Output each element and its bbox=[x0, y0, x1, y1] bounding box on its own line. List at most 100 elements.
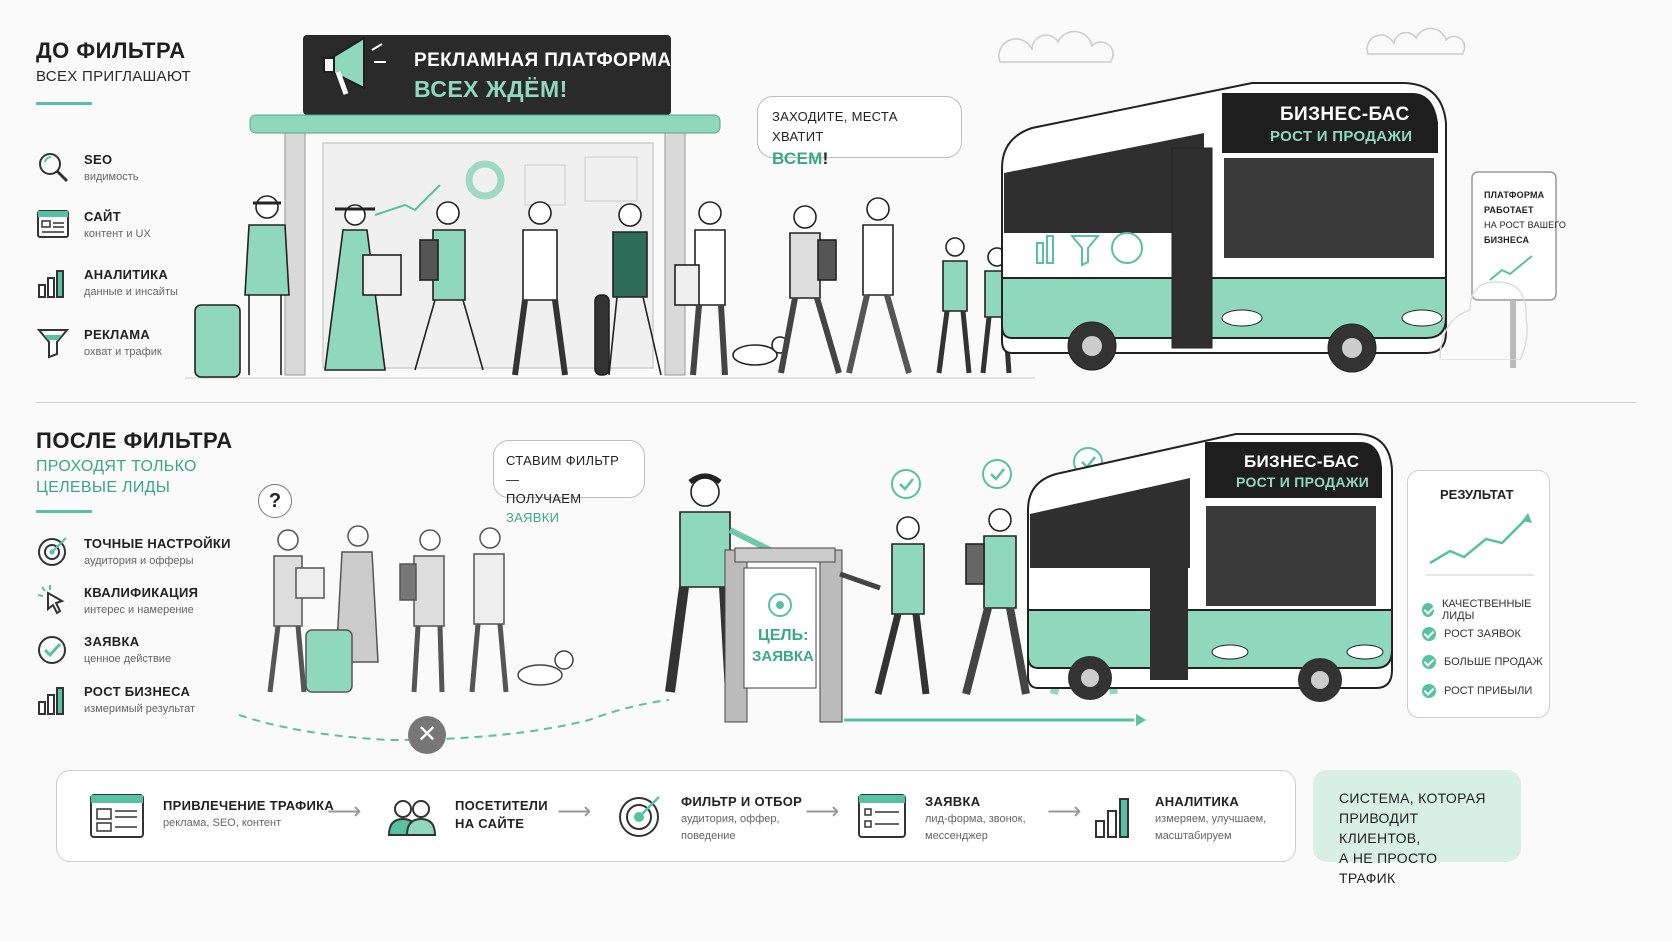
step-visitors: ПОСЕТИТЕЛИ НА САЙТЕ bbox=[387, 797, 548, 837]
person-grey-old bbox=[469, 527, 509, 693]
top-heading: ДО ФИЛЬТРА bbox=[36, 38, 186, 63]
check-icon bbox=[1422, 655, 1436, 669]
step-traffic: ПРИВЛЕЧЕНИЕ ТРАФИКА реклама, SEO, контент bbox=[89, 793, 334, 839]
item-title: ЗАЯВКА bbox=[84, 634, 140, 649]
closing-line: СИСТЕМА, КОТОРАЯ bbox=[1339, 790, 1486, 806]
bus-title-top: БИЗНЕС-БАС bbox=[1280, 104, 1410, 125]
top-rule bbox=[36, 102, 92, 105]
bottom-heading: ПОСЛЕ ФИЛЬТРА bbox=[36, 428, 233, 453]
closing-line: А НЕ ПРОСТО ТРАФИК bbox=[1339, 850, 1438, 886]
bottom-subheading-1: ПРОХОДЯТ ТОЛЬКО bbox=[36, 458, 197, 475]
window-icon bbox=[37, 210, 69, 238]
bus-icons bbox=[1036, 232, 1143, 267]
result-item-label: КАЧЕСТВЕННЫЕ ЛИДЫ bbox=[1442, 598, 1532, 622]
person-coffee bbox=[512, 201, 568, 376]
bus-subtitle-bottom: РОСТ И ПРОДАЖИ bbox=[1236, 474, 1370, 490]
bottom-subheading-2: ЦЕЛЕВЫЕ ЛИДЫ bbox=[36, 479, 171, 496]
step-title: ПОСЕТИТЕЛИ bbox=[455, 798, 548, 813]
billboard-line2: ВСЕХ ЖДЁМ! bbox=[414, 76, 568, 102]
bubble-line2-a: ПОЛУЧАЕМ bbox=[506, 491, 582, 506]
dog bbox=[517, 650, 574, 686]
person-tourist bbox=[194, 195, 290, 378]
bottom-speech-bubble: СТАВИМ ФИЛЬТР — ПОЛУЧАЕМ ЗАЯВКИ bbox=[493, 440, 645, 525]
item-desc: данные и инсайты bbox=[84, 286, 178, 298]
gate-label-2: ЗАЯВКА bbox=[752, 648, 814, 665]
item-desc: ценное действие bbox=[84, 653, 172, 665]
arrow-icon: ⟶ bbox=[805, 798, 840, 825]
bubble-line2-b: ЗАЯВКИ bbox=[506, 510, 560, 525]
closing-statement: СИСТЕМА, КОТОРАЯ ПРИВОДИТ КЛИЕНТОВ, А НЕ… bbox=[1313, 770, 1521, 886]
check-circle-icon bbox=[982, 459, 1012, 489]
bus-title-bottom: БИЗНЕС-БАС bbox=[1244, 452, 1360, 471]
target-icon bbox=[768, 593, 792, 617]
cloud-icon bbox=[1366, 27, 1466, 55]
item-desc: интерес и намерение bbox=[84, 604, 194, 616]
person-skateboard bbox=[594, 203, 662, 376]
rejected-path bbox=[238, 699, 670, 742]
megaphone-icon bbox=[323, 36, 386, 95]
form-icon bbox=[858, 794, 906, 838]
bar-chart-icon bbox=[38, 270, 64, 298]
result-item: КАЧЕСТВЕННЫЕ ЛИДЫ bbox=[1422, 598, 1549, 622]
item-title: АНАЛИТИКА bbox=[84, 267, 169, 282]
item-title: SEO bbox=[84, 152, 113, 167]
result-item: РОСТ ПРИБЫЛИ bbox=[1422, 684, 1532, 698]
arrow-icon: ⟶ bbox=[1047, 798, 1082, 825]
target-icon bbox=[38, 537, 67, 566]
step-desc: аудитория, оффер, bbox=[681, 813, 780, 825]
section-divider bbox=[36, 402, 1636, 403]
bubble-word: ВСЕМ bbox=[772, 149, 823, 168]
bottom-item-growth: РОСТ БИЗНЕСА измеримый результат bbox=[36, 682, 195, 716]
business-bus-bottom bbox=[1027, 433, 1393, 702]
item-title: РЕКЛАМА bbox=[84, 327, 151, 342]
check-icon bbox=[1422, 603, 1434, 617]
lead-woman-1 bbox=[874, 516, 930, 695]
crowd-illustration bbox=[185, 195, 1035, 379]
step-title: ПРИВЛЕЧЕНИЕ ТРАФИКА bbox=[163, 798, 335, 813]
bubble-line1: СТАВИМ ФИЛЬТР — bbox=[506, 453, 620, 487]
step-title: ФИЛЬТР И ОТБОР bbox=[681, 794, 803, 809]
top-speech-bubble: ЗАХОДИТЕ, МЕСТА ХВАТИТ ВСЕМ! bbox=[757, 96, 962, 168]
item-desc: контент и UX bbox=[84, 228, 151, 240]
target-icon bbox=[619, 796, 660, 837]
sign-line: БИЗНЕСА bbox=[1484, 235, 1530, 245]
users-icon bbox=[387, 800, 437, 836]
arrow-icon: ⟶ bbox=[327, 798, 362, 825]
bottom-item-qualification: КВАЛИФИКАЦИЯ интерес и намерение bbox=[36, 583, 198, 617]
step-desc-2: мессенджер bbox=[925, 830, 988, 842]
item-title: РОСТ БИЗНЕСА bbox=[84, 684, 191, 699]
result-item-label: РОСТ ПРИБЫЛИ bbox=[1444, 685, 1533, 697]
item-title: ТОЧНЫЕ НАСТРОЙКИ bbox=[84, 536, 231, 551]
arrow-icon: ⟶ bbox=[557, 798, 592, 825]
cursor-icon bbox=[37, 585, 65, 615]
bus-subtitle-top: РОСТ И ПРОДАЖИ bbox=[1270, 128, 1413, 145]
person-grey-suitcase bbox=[305, 525, 379, 693]
question-mark: ? bbox=[268, 490, 282, 512]
step-desc: реклама, SEO, контент bbox=[163, 817, 282, 829]
item-desc: измеримый результат bbox=[84, 703, 196, 715]
rejected-crowd bbox=[267, 525, 574, 693]
child-1 bbox=[936, 237, 972, 374]
billboard-line1: РЕКЛАМНАЯ ПЛАТФОРМА bbox=[414, 50, 672, 71]
step-title-2: НА САЙТЕ bbox=[455, 816, 525, 831]
check-icon bbox=[1422, 627, 1436, 641]
check-circle-icon bbox=[891, 469, 921, 499]
bar-chart-icon bbox=[1095, 798, 1129, 838]
item-desc: видимость bbox=[84, 171, 139, 183]
result-item: БОЛЬШЕ ПРОДАЖ bbox=[1422, 655, 1543, 669]
process-footer: ПРИВЛЕЧЕНИЕ ТРАФИКА реклама, SEO, контент… bbox=[56, 770, 1296, 862]
roadside-sign bbox=[1471, 171, 1557, 368]
item-title: КВАЛИФИКАЦИЯ bbox=[84, 585, 199, 600]
check-icon bbox=[1422, 684, 1436, 698]
bubble-tail: ! bbox=[822, 149, 829, 168]
step-desc: лид-форма, звонок, bbox=[925, 813, 1026, 825]
result-item: РОСТ ЗАЯВОК bbox=[1422, 627, 1521, 641]
tree-icon bbox=[1439, 281, 1528, 360]
growth-chart-icon bbox=[1426, 513, 1534, 576]
